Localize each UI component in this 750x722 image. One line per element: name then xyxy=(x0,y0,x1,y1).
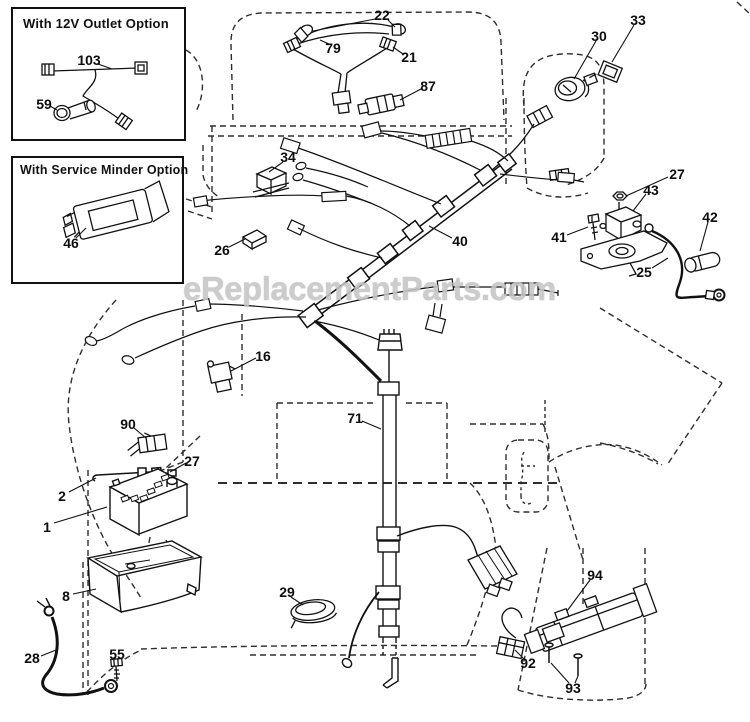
part-callout-26: 26 xyxy=(214,242,230,258)
headlight-socket-right xyxy=(378,36,398,52)
battery-box-8 xyxy=(86,540,203,614)
inset-12v-outlet-title: With 12V Outlet Option xyxy=(23,16,169,31)
interlock-switch-16 xyxy=(206,360,236,393)
bolt-41 xyxy=(587,213,600,241)
headlight-harness-79 xyxy=(282,22,406,115)
main-harness-40 xyxy=(297,152,518,329)
part-callout-59: 59 xyxy=(36,96,52,112)
hour-meter-46 xyxy=(62,180,170,240)
part-callout-34: 34 xyxy=(280,149,296,165)
ignition-switch-30 xyxy=(554,72,599,102)
part-callout-41: 41 xyxy=(551,229,567,245)
part-callout-94: 94 xyxy=(587,567,603,583)
part-callout-1: 1 xyxy=(43,519,51,535)
inset-12v-outlet-box xyxy=(11,7,186,141)
headlight-bulb-left xyxy=(293,24,314,44)
ground-cable-28 xyxy=(36,597,118,697)
part-callout-25: 25 xyxy=(636,264,652,280)
part-callout-21: 21 xyxy=(401,49,417,65)
part-callout-40: 40 xyxy=(452,233,468,249)
part-callout-55: 55 xyxy=(109,646,125,662)
connector-26 xyxy=(241,229,268,251)
part-callout-28: 28 xyxy=(24,650,40,666)
bracket-plate xyxy=(467,545,518,598)
inset-service-minder-title: With Service Minder Option xyxy=(20,163,189,177)
part-callout-46: 46 xyxy=(63,235,79,251)
part-callout-71: 71 xyxy=(347,410,363,426)
leader-lines xyxy=(40,18,709,684)
terminal-boot-42 xyxy=(684,251,721,273)
headlight-socket-left xyxy=(282,36,302,54)
solenoid-43 xyxy=(580,206,668,277)
battery-cable-71 xyxy=(314,319,479,689)
part-callout-90: 90 xyxy=(120,416,136,432)
grommet-29 xyxy=(290,598,338,629)
solenoid-cable-25 xyxy=(644,223,726,302)
part-callout-27: 27 xyxy=(184,453,200,469)
part-callout-92: 92 xyxy=(520,655,536,671)
headlight-bulb-right xyxy=(391,23,406,36)
screws-93 xyxy=(544,642,583,676)
part-callout-87: 87 xyxy=(420,78,436,94)
part-callout-30: 30 xyxy=(591,28,607,44)
clip-90 xyxy=(127,432,168,457)
part-callout-103: 103 xyxy=(77,52,101,68)
harness-branch-wires xyxy=(84,121,585,365)
part-callout-42: 42 xyxy=(702,209,718,225)
bolt-55 xyxy=(110,657,124,682)
part-callout-43: 43 xyxy=(643,182,659,198)
part-callout-22: 22 xyxy=(374,7,390,23)
seat-switch-94 xyxy=(523,582,658,655)
part-callout-33: 33 xyxy=(630,12,646,28)
battery-1 xyxy=(108,468,189,537)
outlet-harness-103 xyxy=(41,61,148,131)
bracket-33 xyxy=(589,59,624,84)
connector-87 xyxy=(357,93,405,116)
part-callout-8: 8 xyxy=(62,588,70,604)
relay-34 xyxy=(252,166,290,198)
part-callout-27: 27 xyxy=(669,166,685,182)
outlet-socket-59 xyxy=(53,99,96,122)
part-callout-79: 79 xyxy=(325,40,341,56)
part-callout-93: 93 xyxy=(565,680,581,696)
nut-27 xyxy=(612,191,628,214)
part-callout-29: 29 xyxy=(279,584,295,600)
part-callout-16: 16 xyxy=(255,348,271,364)
tractor-body-dashed-outline xyxy=(67,1,750,701)
watermark: eReplacementParts.com xyxy=(183,270,556,307)
connector-92 xyxy=(495,607,526,660)
part-callout-2: 2 xyxy=(58,488,66,504)
